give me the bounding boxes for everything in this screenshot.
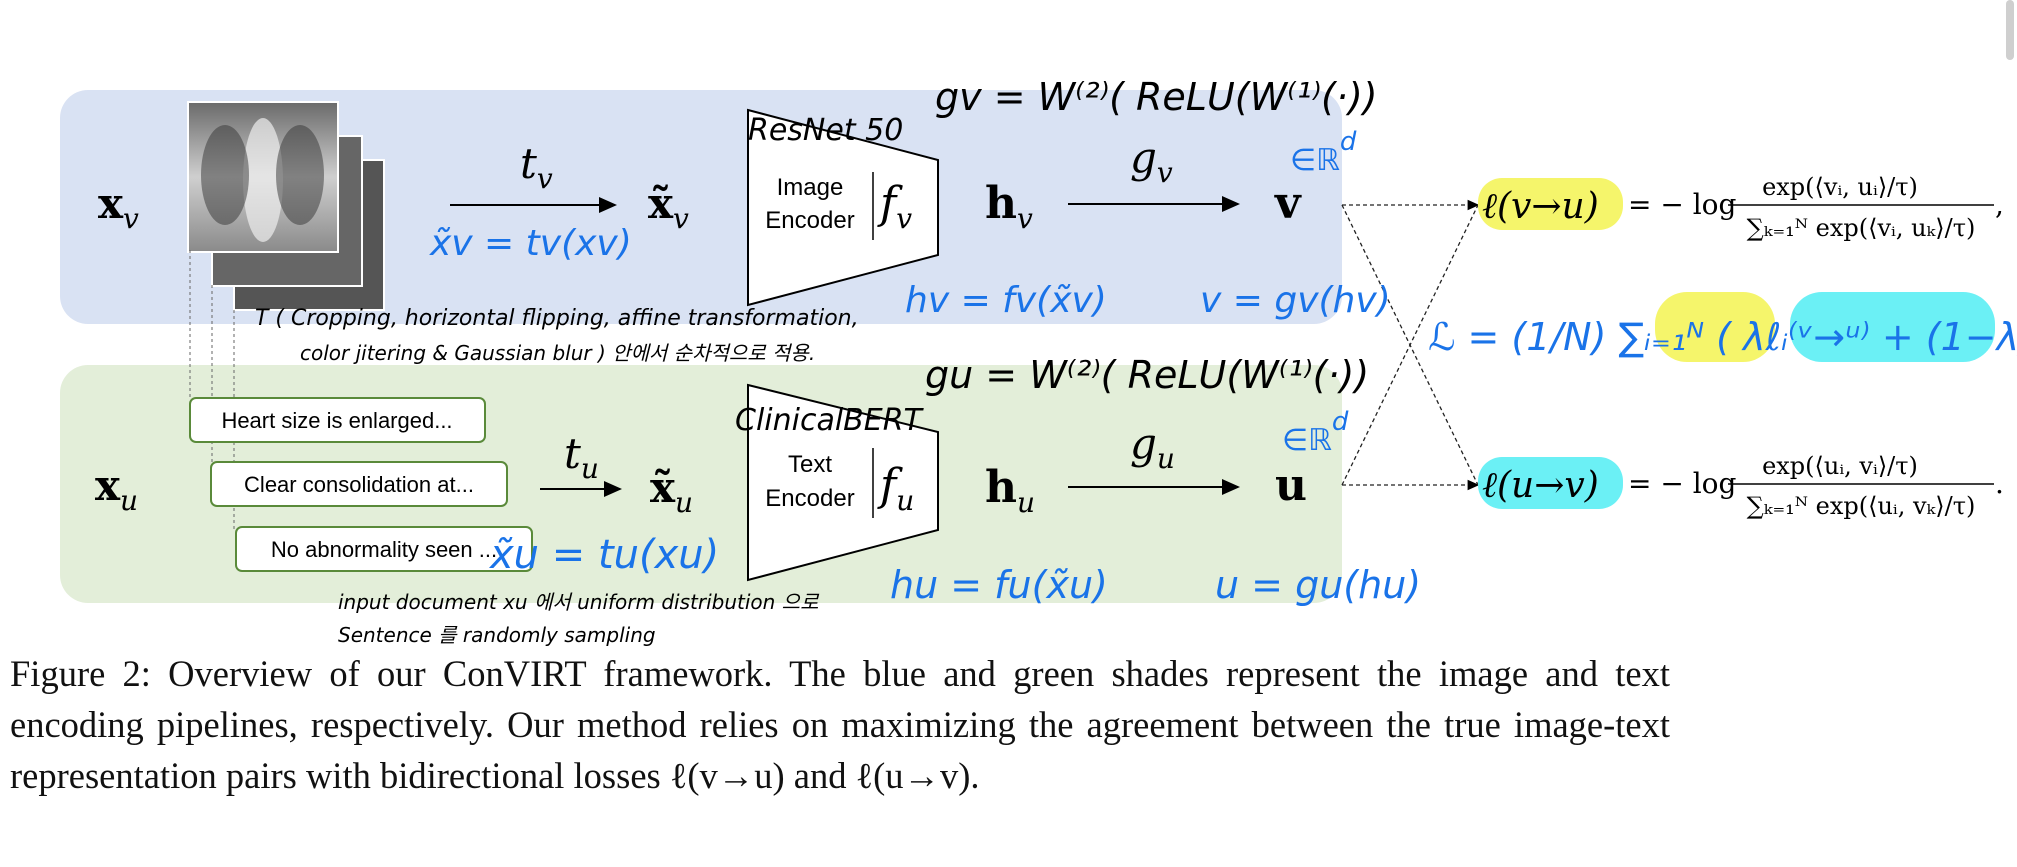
text-augmented-label: x̃u [650,463,693,519]
text-input-label: xu [95,461,138,517]
image-encoder-line1: Image [777,174,844,201]
image-augmented-label: x̃v [648,179,689,235]
total-loss-highlight-yellow [1655,292,1775,362]
text-encoder-fn: fu [877,460,914,517]
text-encoder-line2: Encoder [765,485,854,512]
sentence-1: Heart size is enlarged... [221,408,452,433]
sampling-note-line2: Sentence 를 randomly sampling [338,623,656,647]
image-encoder [747,108,939,307]
xv-definition: x̃v = tv(xv) [429,223,632,264]
caption-text: Figure 2: Overview of our ConVIRT framew… [10,653,1670,796]
loss-uv-end: . [1995,467,2004,500]
augmentation-note-line2: color jitering & Gaussian blur ) 안에서 순차적… [300,341,815,365]
clinicalbert-note: ClinicalBERT [735,403,925,438]
in-rd-note-2: ∈ℝd [1282,407,1349,458]
loss-vu-highlight [1478,178,1623,230]
text-projection-label: gu [1130,419,1175,475]
sentence-2: Clear consolidation at... [244,472,474,497]
loss-connectors [1341,199,1480,491]
figure-caption: Figure 2: Overview of our ConVIRT framew… [10,648,1670,801]
image-output-label: v [1274,178,1302,229]
loss-vu-eq: = − log [1628,188,1737,221]
sentence-box-1: Heart size is enlarged... [189,397,486,443]
sentence-3: No abnormality seen ... [271,537,497,562]
text-output-label: u [1275,460,1307,511]
text-hidden-label: hu [985,462,1035,519]
loss-vu-label: ℓ(v→u) [1482,186,1599,227]
v-definition: v = gv(hv) [1200,280,1391,321]
loss-uv-numerator: exp(⟨uᵢ, vᵢ⟩/τ) [1762,452,1918,480]
xray-image-stack [187,101,385,311]
image-projection-label: gv [1130,133,1173,189]
xu-definition: x̃u = tu(xu) [488,532,719,578]
loss-uv-denominator: ∑ₖ₌₁ᴺ exp(⟨uᵢ, vₖ⟩/τ) [1747,492,1976,520]
loss-uv-label: ℓ(u→v) [1482,465,1599,506]
text-transform-label: tu [564,429,599,485]
text-encoder [747,383,939,582]
loss-vu-end: , [1995,188,2004,221]
total-loss-formula: ℒ = (1/N) ∑ᵢ₌₁ᴺ ( λℓᵢ⁽ᵛ→ᵘ⁾ + (1−λ)ℓᵢ⁽ᵘ→ᵛ… [1428,315,2017,359]
loss-vu-numerator: exp(⟨vᵢ, uᵢ⟩/τ) [1762,173,1918,201]
gu-definition: gu = W⁽²⁾( ReLU(W⁽¹⁾(·)) [925,353,1369,397]
image-hidden-label: hv [985,178,1033,235]
text-encoder-line1: Text [788,451,832,478]
in-rd-note-1: ∈ℝd [1290,127,1357,178]
loss-uv-eq: = − log [1628,467,1737,500]
image-transform-label: tv [520,139,553,195]
hv-definition: hv = fv(x̃v) [905,280,1107,321]
augmentation-note-line1: T ( Cropping, horizontal flipping, affin… [255,306,859,331]
hu-definition: hu = fu(x̃u) [890,563,1108,607]
scrollbar-thumb[interactable] [2006,0,2014,60]
image-encoder-line2: Encoder [765,207,854,234]
sampling-note-line1: input document xu 에서 uniform distributio… [338,590,820,614]
image-input-label: xv [98,179,139,235]
sentence-box-3: No abnormality seen ... [235,526,533,572]
total-loss-highlight-cyan [1790,292,1995,362]
loss-uv-highlight [1478,457,1623,509]
u-definition: u = gu(hu) [1215,563,1421,607]
gv-definition: gv = W⁽²⁾( ReLU(W⁽¹⁾(·)) [935,75,1378,119]
resnet-note: ResNet 50 [748,113,903,148]
loss-vu-denominator: ∑ₖ₌₁ᴺ exp(⟨vᵢ, uₖ⟩/τ) [1747,214,1976,242]
sentence-box-2: Clear consolidation at... [210,461,508,507]
handwritten-annotations: ResNet 50 gv = W⁽²⁾( ReLU(W⁽¹⁾(·)) ∈ℝd x… [255,75,1421,647]
